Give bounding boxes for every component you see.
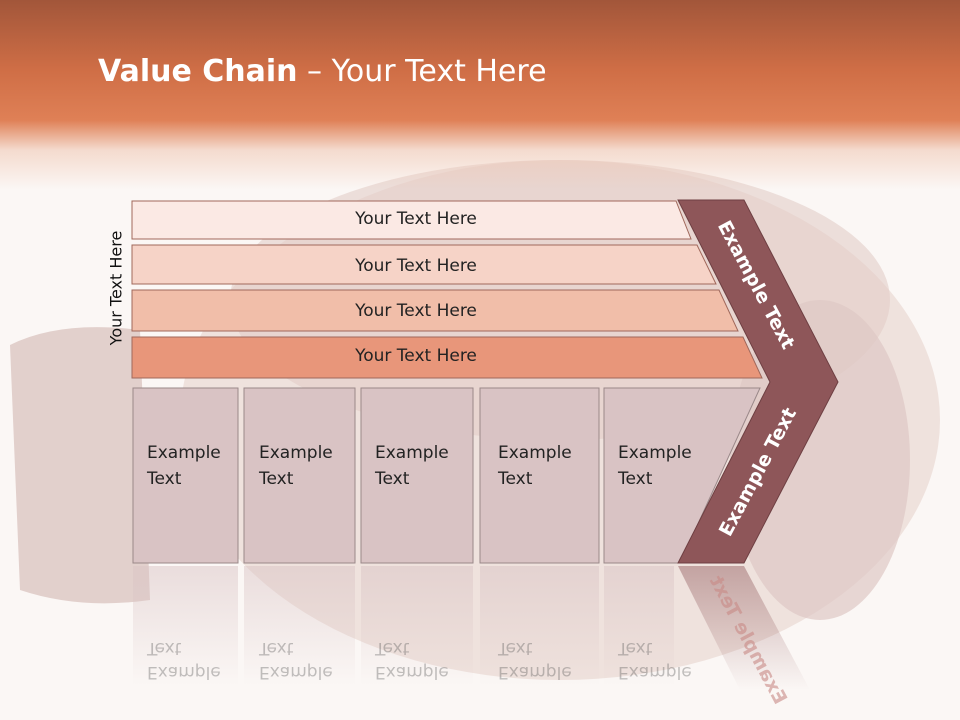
column-label-3: Example Text <box>375 443 449 489</box>
column-3 <box>360 387 474 564</box>
bar-label-2: Your Text Here <box>355 256 477 276</box>
column-4 <box>479 387 600 564</box>
bar-label-1: Your Text Here <box>355 209 477 229</box>
column-label-1: Example Text <box>147 443 221 489</box>
column-label-5: Example Text <box>618 443 692 489</box>
bar-3 <box>131 289 739 332</box>
column-reflection-5: Example Text <box>618 638 692 682</box>
slide-title: Value Chain – Your Text Here <box>98 54 547 89</box>
column-reflection-2: Example Text <box>259 638 333 682</box>
bar-1 <box>131 200 692 240</box>
column-2 <box>243 387 356 564</box>
title-bold: Value Chain <box>98 54 298 89</box>
column-label-4: Example Text <box>498 443 572 489</box>
bar-label-3: Your Text Here <box>355 301 477 321</box>
column-reflection-3: Example Text <box>375 638 449 682</box>
bar-2 <box>131 244 717 285</box>
title-banner <box>0 0 960 190</box>
bar-4 <box>131 336 763 379</box>
column-reflection-4: Example Text <box>498 638 572 682</box>
bar-label-4: Your Text Here <box>355 346 477 366</box>
column-label-2: Example Text <box>259 443 333 489</box>
chevron-arrow <box>677 199 839 564</box>
column-reflection-1: Example Text <box>147 638 221 682</box>
column-1 <box>132 387 239 564</box>
title-rest: – Your Text Here <box>297 54 547 89</box>
